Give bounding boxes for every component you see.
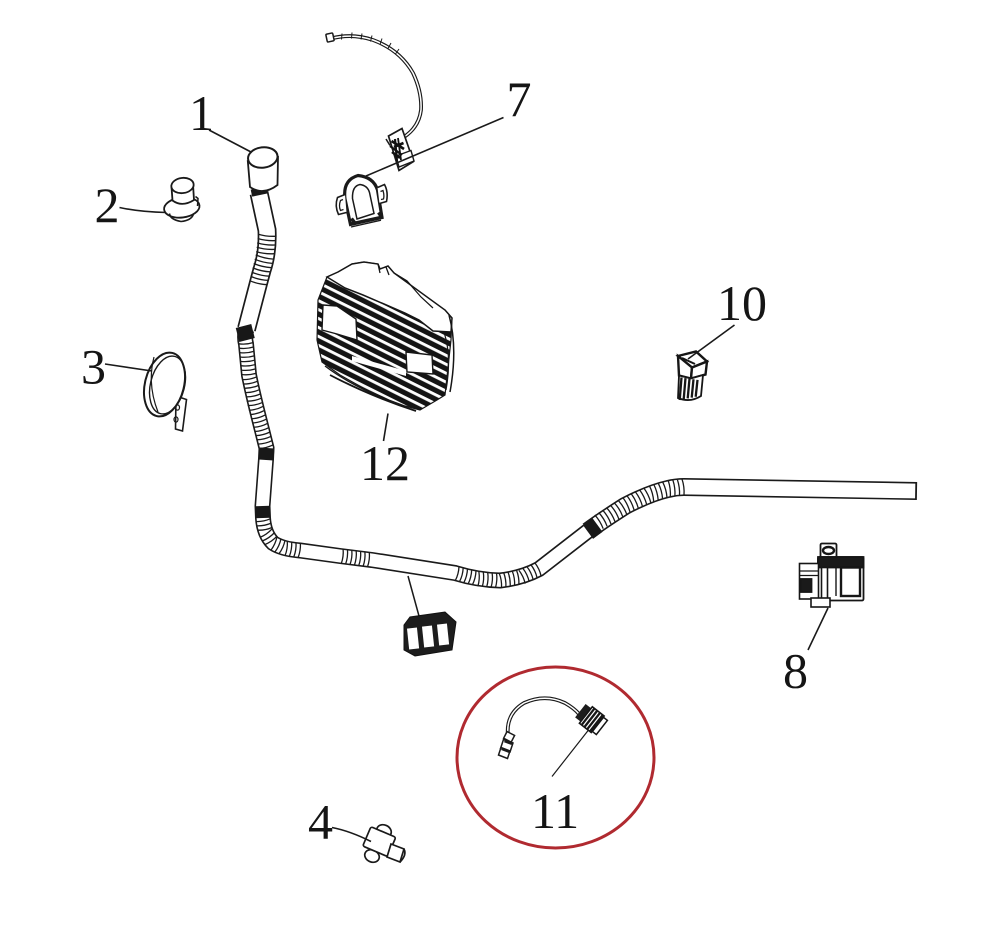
svg-text:2: 2	[95, 177, 120, 233]
svg-text:8: 8	[783, 643, 808, 699]
svg-text:3: 3	[81, 339, 106, 395]
svg-text:4: 4	[308, 794, 333, 850]
svg-text:7: 7	[507, 71, 532, 127]
svg-text:12: 12	[360, 435, 410, 491]
svg-text:10: 10	[717, 275, 767, 331]
svg-text:11: 11	[531, 783, 579, 839]
svg-text:1: 1	[189, 85, 214, 141]
